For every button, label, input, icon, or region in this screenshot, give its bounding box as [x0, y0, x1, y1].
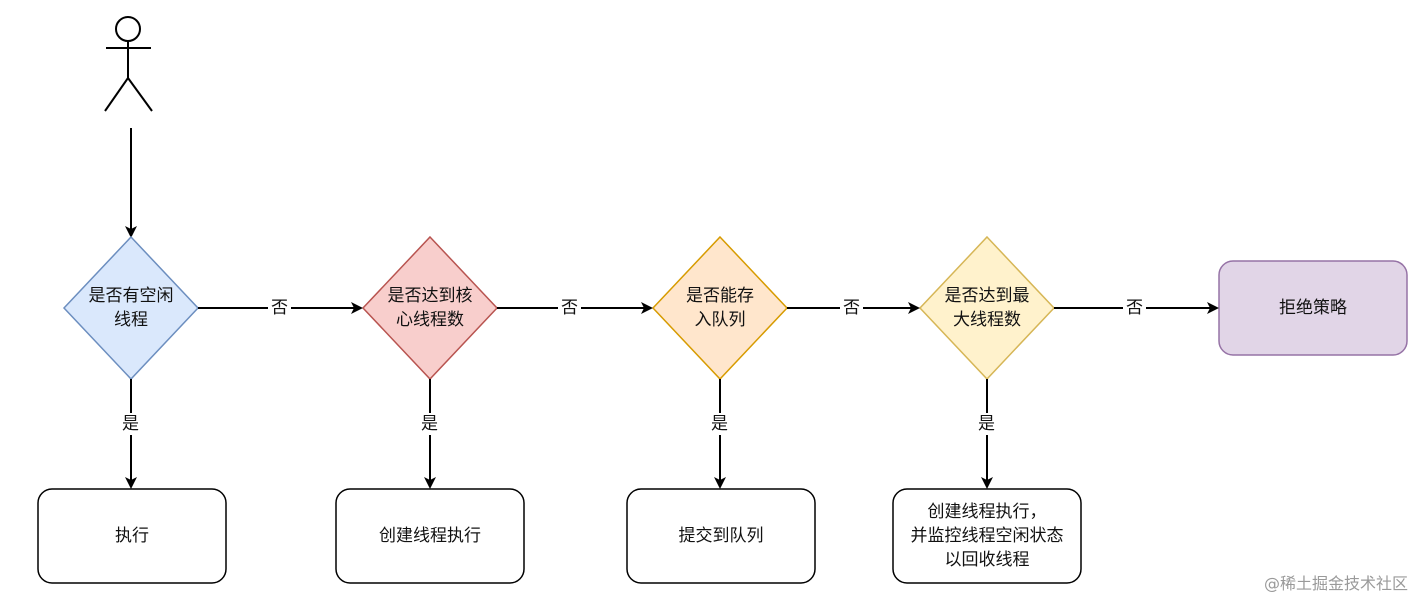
edge-label-yes-1: 是: [119, 413, 142, 435]
watermark: @稀土掘金技术社区: [1263, 574, 1408, 593]
create-thread-label: 创建线程执行: [379, 526, 481, 546]
edge-label-yes-4: 是: [975, 413, 998, 435]
edge-label-yes-2: 是: [418, 413, 441, 435]
create-monitor-label: 创建线程执行， 并监控线程空闲状态 以回收线程: [910, 502, 1064, 570]
edge-label-no-1: 否: [268, 297, 291, 319]
submit-queue-label: 提交到队列: [678, 526, 764, 546]
submit-queue-box: [626, 488, 816, 584]
edge-label-no-4: 否: [1123, 297, 1146, 319]
decision-core-threads-label: 是否达到核 心线程数: [387, 286, 473, 330]
decision-queue-label: 是否能存 入队列: [686, 286, 754, 330]
create-thread-box: [335, 488, 525, 584]
edge-label-no-3: 否: [840, 297, 863, 319]
execute-box: [37, 488, 227, 584]
create-monitor-box: [892, 488, 1082, 584]
execute-label: 执行: [115, 526, 149, 546]
reject-policy-label: 拒绝策略: [1279, 298, 1347, 318]
edge-label-yes-3: 是: [708, 413, 731, 435]
actor-icon: [104, 16, 153, 112]
decision-max-threads-label: 是否达到最 大线程数: [944, 286, 1030, 330]
reject-policy-box: [1218, 260, 1408, 356]
decision-idle-thread-label: 是否有空闲 线程: [88, 286, 174, 330]
edge-label-no-2: 否: [558, 297, 581, 319]
